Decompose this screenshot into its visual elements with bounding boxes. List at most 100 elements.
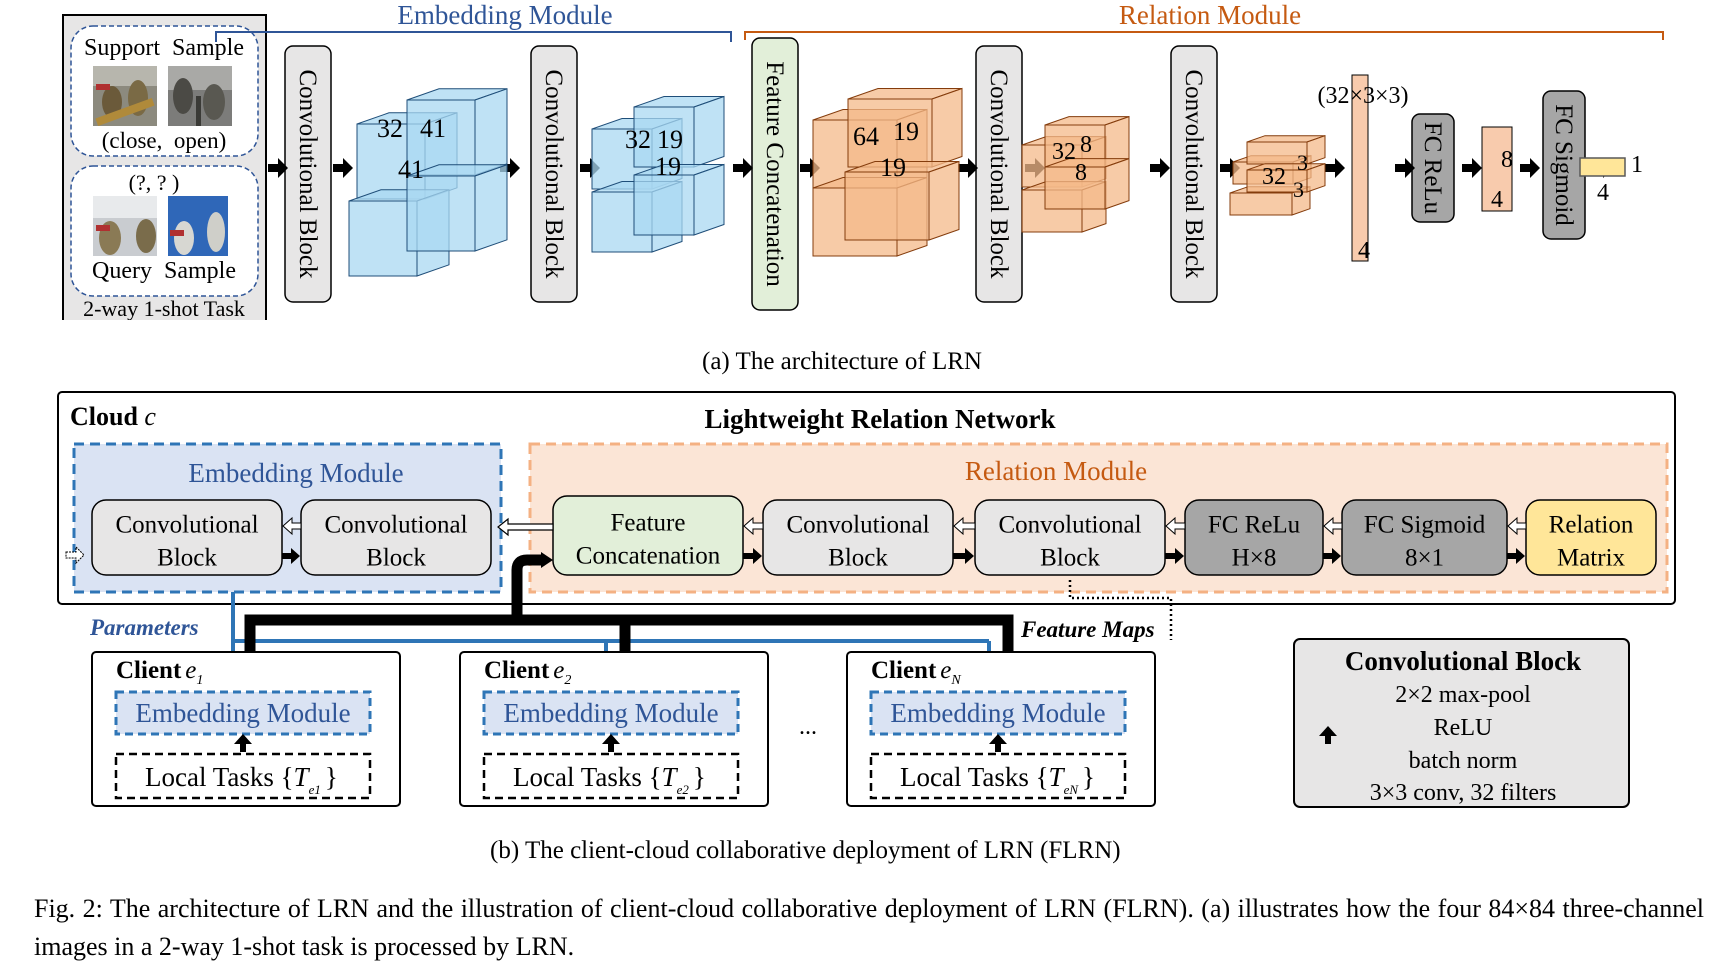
backward-arrow-icon <box>282 516 302 536</box>
cloud-conv-block-2-line1: Convolutional <box>324 512 467 539</box>
forward-arrow-icon <box>1507 548 1525 564</box>
emb1-height: 41 <box>398 155 424 184</box>
input-arrow-icon <box>65 545 85 565</box>
output-rows: 4 <box>1597 180 1609 206</box>
cloud-relation-title: Relation Module <box>965 456 1147 486</box>
conv-block-4-label: Convolutional Block <box>1180 69 1207 279</box>
cloud-conv-block-3-line2: Block <box>828 545 888 572</box>
cloud-feature-concat-line1: Feature <box>611 510 686 537</box>
flow-arrow-icon <box>1395 158 1415 178</box>
conv-detail-layer-2: ReLU <box>1434 715 1493 741</box>
feature-map-rel0-c <box>847 87 963 168</box>
feature-map-emb2-c <box>633 95 725 168</box>
query-image-2 <box>168 196 228 256</box>
backward-arrow-icon <box>743 516 764 536</box>
client-embedding-module: Embedding Module <box>503 698 718 728</box>
rel0-height: 19 <box>880 153 906 182</box>
cloud-conv-block-1-line2: Block <box>157 545 217 572</box>
client-local-tasks: Local Tasks {Te2} <box>513 762 706 797</box>
fc-hidden-vector: 8 4 <box>1481 126 1513 213</box>
feature-map-rel1-d <box>1044 157 1130 210</box>
flatten-vector: (32×3×3) 4 <box>1317 74 1409 264</box>
flow-arrow-icon <box>1520 158 1540 178</box>
lrn-architecture-diagram: Support Sample (close, open) (?, ? ) <box>62 0 1664 320</box>
relation-bracket-label: Relation Module <box>1119 0 1301 30</box>
caption-b: (b) The client-cloud collaborative deplo… <box>490 837 1121 864</box>
flow-arrow-icon <box>333 158 353 178</box>
detail-connector <box>1068 580 1173 640</box>
client-local-tasks: Local Tasks {Te1} <box>145 762 338 797</box>
fc-hidden-rows: 4 <box>1491 187 1503 213</box>
relation-bracket: Relation Module <box>744 0 1664 40</box>
flow-arrow-icon <box>958 158 978 178</box>
rel2-channels: 32 <box>1262 164 1286 190</box>
network-title: Lightweight Relation Network <box>705 404 1056 434</box>
client-local-tasks: Local Tasks {TeN} <box>900 762 1095 797</box>
forward-arrow-icon <box>953 548 974 564</box>
feature-map-emb2-d <box>633 163 725 236</box>
embedding-bracket: Embedding Module <box>215 0 732 42</box>
cloud-embedding-title: Embedding Module <box>188 458 403 488</box>
conv-block-detail: Convolutional Block 2×2 max-pool ReLU ba… <box>1293 638 1630 808</box>
rel0-width: 19 <box>893 117 919 146</box>
flow-arrow-icon <box>500 158 520 178</box>
task-label: 2-way 1-shot Task <box>83 296 245 320</box>
up-arrow-icon <box>602 734 620 752</box>
query-image-1 <box>93 196 157 256</box>
parameters-label: Parameters <box>89 615 199 640</box>
forward-arrow-icon <box>282 548 300 564</box>
conv-block-2-label: Convolutional Block <box>540 69 567 279</box>
support-image-close <box>93 66 157 127</box>
support-sample-title: Support Sample <box>84 35 244 61</box>
up-arrow-icon <box>1319 726 1337 744</box>
cloud-fc-sigmoid-line1: FC Sigmoid <box>1364 512 1486 539</box>
support-image-open <box>168 66 232 126</box>
cloud-conv-block-1-line1: Convolutional <box>115 512 258 539</box>
emb2-width: 19 <box>657 125 683 154</box>
figure-caption: Fig. 2: The architecture of LRN and the … <box>34 894 1704 961</box>
emb2-channels: 32 <box>625 125 651 154</box>
task-box: Support Sample (close, open) (?, ? ) <box>62 14 267 320</box>
forward-arrow-icon <box>1165 548 1184 564</box>
fc-sigmoid-block-label: FC Sigmoid <box>1550 104 1577 226</box>
cloud-fc-relu-line1: FC ReLu <box>1208 512 1301 539</box>
flatten-count: 4 <box>1358 238 1370 264</box>
feature-map-rel2-d <box>1246 162 1326 193</box>
feature-concatenation-block-label: Feature Concatenation <box>761 61 788 287</box>
rel2-height: 3 <box>1293 177 1304 202</box>
cloud-relation-matrix-line2: Matrix <box>1557 545 1626 572</box>
ellipsis: ... <box>799 714 817 740</box>
cloud-relation-matrix-line1: Relation <box>1549 512 1634 539</box>
flatten-shape-label: (32×3×3) <box>1317 83 1408 109</box>
emb1-channels: 32 <box>377 114 403 143</box>
conv-detail-layer-1: 2×2 max-pool <box>1395 682 1531 708</box>
caption-a: (a) The architecture of LRN <box>702 348 982 375</box>
return-arrow-icon <box>497 517 554 537</box>
feature-map-emb1-d <box>406 164 508 252</box>
embedding-bracket-label: Embedding Module <box>397 0 612 30</box>
feature-concatenation-block: Feature Concatenation <box>751 37 799 311</box>
conv-block-1-label: Convolutional Block <box>294 69 321 279</box>
flow-arrow-icon <box>1325 158 1345 178</box>
emb2-height: 19 <box>655 152 681 181</box>
client-embedding-module: Embedding Module <box>135 698 350 728</box>
fc-hidden-cols: 8 <box>1501 147 1513 173</box>
conv-block-2: Convolutional Block <box>530 45 578 303</box>
feature-map-rel0-d <box>844 160 960 241</box>
support-labels: (close, open) <box>102 128 227 153</box>
query-labels: (?, ? ) <box>129 170 180 195</box>
forward-arrow-icon <box>743 548 762 564</box>
flow-arrow-icon <box>1462 158 1482 178</box>
conv-detail-title: Convolutional Block <box>1345 646 1581 676</box>
fc-relu-block-label: FC ReLu <box>1419 122 1446 215</box>
